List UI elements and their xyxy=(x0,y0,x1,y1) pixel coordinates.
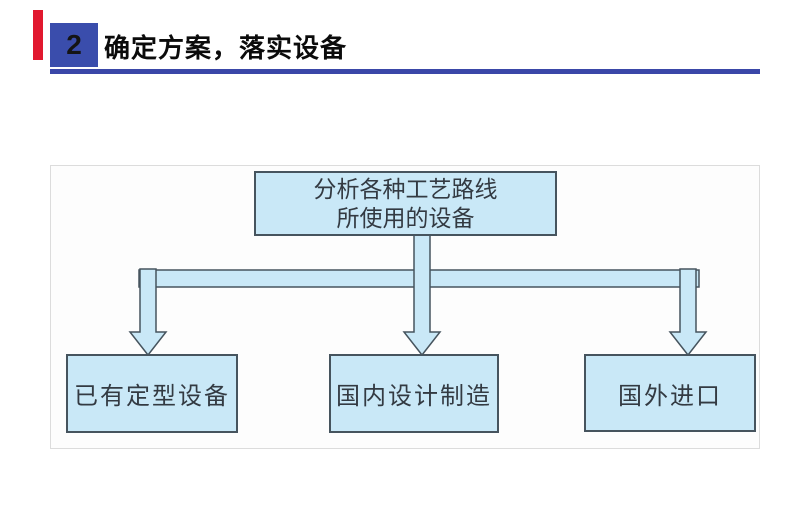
flowchart-box-domestic-manufacture: 国内设计制造 xyxy=(329,354,499,433)
flowchart-container: 分析各种工艺路线 所使用的设备 已有定型设备 国内设计制造 国外进口 xyxy=(50,165,760,449)
flowchart-connectors xyxy=(128,232,708,357)
flowchart-box-label: 国外进口 xyxy=(618,383,722,410)
red-accent-bar xyxy=(33,10,43,60)
flowchart-box-existing-equipment: 已有定型设备 xyxy=(66,354,238,433)
header-divider xyxy=(50,69,760,74)
page-title: 确定方案，落实设备 xyxy=(104,32,348,63)
down-arrow-left-icon xyxy=(128,268,168,357)
flowchart-box-line: 所使用的设备 xyxy=(336,205,475,231)
flowchart-box-label: 已有定型设备 xyxy=(74,384,230,410)
flowchart-box-foreign-import: 国外进口 xyxy=(584,354,756,432)
flowchart-box-line: 分析各种工艺路线 xyxy=(313,176,498,202)
flowchart-box-analyze-equipment: 分析各种工艺路线 所使用的设备 xyxy=(254,171,557,236)
flowchart-box-label: 国内设计制造 xyxy=(336,384,492,410)
section-number-badge: 2 xyxy=(50,23,98,67)
down-arrow-right-icon xyxy=(668,268,708,357)
down-arrow-center-icon xyxy=(402,232,442,357)
section-number: 2 xyxy=(66,29,82,60)
